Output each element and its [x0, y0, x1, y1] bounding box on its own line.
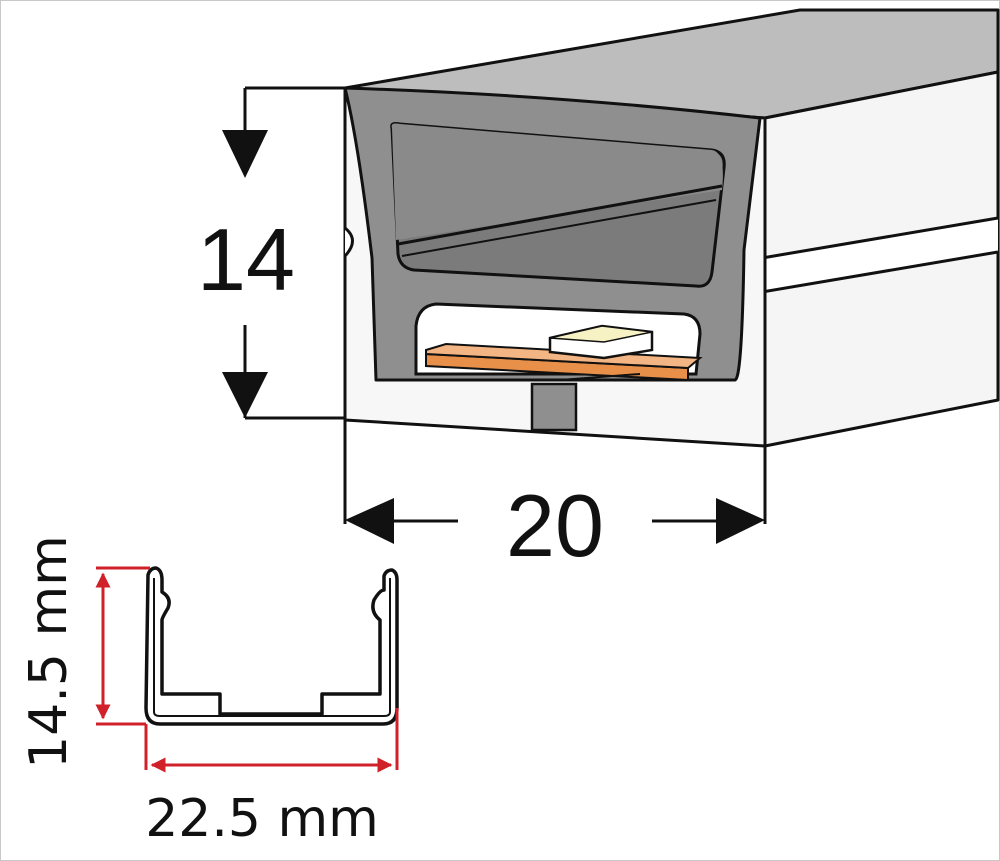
- rib-shadow-line: [559, 373, 641, 381]
- channel-inner-line: [153, 578, 391, 717]
- width-arrow-left: [345, 498, 394, 544]
- left-notch: [343, 226, 354, 258]
- channel-outline: [144, 566, 399, 726]
- diffuser-highlight: [391, 123, 723, 240]
- height-label: 14: [197, 210, 295, 309]
- center-rib: [530, 382, 578, 432]
- led-chip-top: [549, 325, 653, 343]
- mounting-channel: 14.5 mm 22.5 mm: [19, 535, 399, 849]
- height-arrow-bottom: [222, 372, 268, 418]
- diffuser-edge-line-lower: [401, 199, 717, 257]
- channel-height-label: 14.5 mm: [19, 535, 79, 769]
- neon-housing: [343, 8, 1000, 448]
- width-arrow-right: [716, 498, 765, 544]
- pcb-top-edge: [425, 342, 703, 370]
- height-arrow-top: [222, 130, 268, 178]
- height-dimension: 14: [197, 86, 345, 420]
- width-dimension: 20: [343, 420, 767, 575]
- channel-width-label: 22.5 mm: [145, 789, 379, 849]
- width-label: 20: [506, 476, 604, 575]
- diffuser-edge-line: [397, 184, 723, 246]
